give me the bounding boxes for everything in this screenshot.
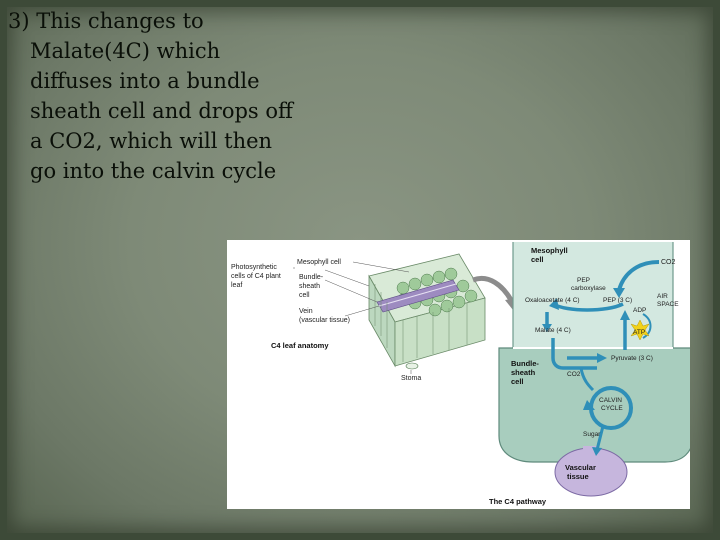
label-bundle-sheath: sheath (299, 283, 320, 290)
label-mesophyll-cell: Mesophyll cell (297, 259, 341, 266)
label-vascular-tissue: Vascular (565, 463, 596, 472)
text-line: 3) This changes to (8, 9, 204, 33)
caption-c4-pathway: The C4 pathway (489, 497, 547, 506)
label-photosynthetic-cells: leaf (231, 282, 242, 289)
text-line: go into the calvin cycle (30, 159, 277, 183)
label-photosynthetic-cells: Photosynthetic (231, 264, 277, 271)
label-vascular-tissue: tissue (567, 472, 589, 481)
label-sugar: Sugar (583, 431, 601, 438)
label-bundle-sheath: cell (299, 292, 310, 299)
label-pep: PEP (3 C) (603, 297, 632, 304)
label-oxaloacetate: Oxaloacetate (4 C) (525, 297, 580, 304)
label-stoma: Stoma (401, 375, 421, 382)
c4-pathway-figure: Photosynthetic cells of C4 plant leaf Me… (227, 240, 690, 509)
text-line: a CO2, which will then (30, 129, 273, 153)
label-atp: ATP (633, 329, 645, 336)
label-co2-top: CO2 (661, 259, 676, 266)
label-air-space: SPACE (657, 301, 679, 308)
label-malate: Malate (4 C) (535, 327, 571, 334)
label-vein: Vein (299, 308, 313, 315)
label-air-space: AIR (657, 293, 668, 300)
leaf-anatomy-illustration (293, 253, 519, 374)
label-mesophyll: cell (531, 255, 544, 264)
label-co2-bottom: CO2 (567, 371, 581, 378)
figure-svg: Photosynthetic cells of C4 plant leaf Me… (231, 242, 690, 506)
label-pep-carboxylase: PEP (577, 277, 590, 284)
label-pyruvate: Pyruvate (3 C) (611, 355, 653, 362)
label-bundle-sheath-cell: sheath (511, 368, 536, 377)
slide-body-text: 3) This changes to Malate(4C) which diff… (8, 6, 328, 186)
label-bundle-sheath-cell: cell (511, 377, 524, 386)
text-line: diffuses into a bundle (30, 69, 260, 93)
caption-c4-leaf-anatomy: C4 leaf anatomy (271, 341, 329, 350)
label-photosynthetic-cells: cells of C4 plant (231, 273, 281, 280)
label-pep-carboxylase: carboxylase (571, 285, 606, 292)
text-line: Malate(4C) which (30, 39, 221, 63)
label-calvin-cycle: CALVIN (599, 397, 622, 404)
label-vein: (vascular tissue) (299, 317, 350, 324)
label-calvin-cycle: CYCLE (601, 405, 623, 412)
c4-pathway-illustration (498, 242, 690, 497)
label-adp: ADP (633, 307, 646, 314)
label-mesophyll: Mesophyll (531, 246, 568, 255)
label-bundle-sheath-cell: Bundle- (511, 359, 539, 368)
label-bundle-sheath: Bundle- (299, 274, 324, 281)
text-line: sheath cell and drops off (30, 99, 293, 123)
